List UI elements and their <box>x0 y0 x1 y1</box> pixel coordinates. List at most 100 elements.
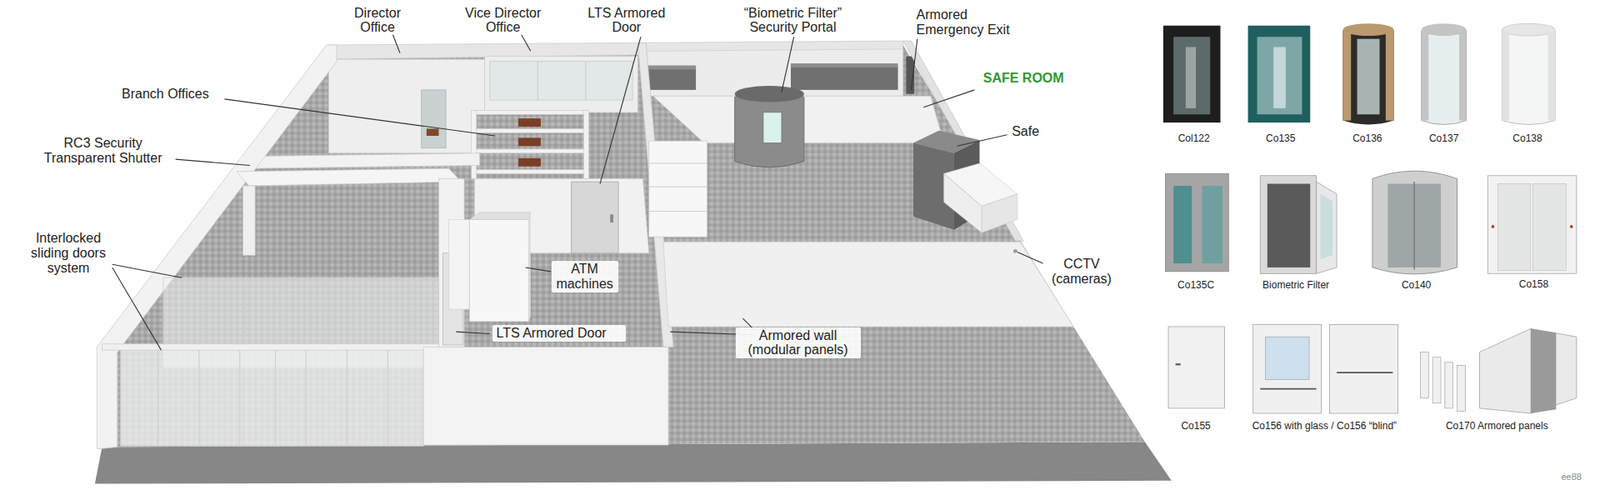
director-office <box>328 59 485 154</box>
glass-mullion <box>537 61 539 101</box>
leader-line <box>455 331 490 334</box>
cylinder-glass <box>1357 39 1380 115</box>
cctv-camera <box>1013 249 1018 254</box>
counter <box>649 211 708 238</box>
sliding-leaf <box>1532 184 1566 271</box>
cubicle-partition <box>474 149 585 154</box>
product-door <box>1168 326 1225 409</box>
door-mullion <box>346 350 348 446</box>
atm-front-wall <box>423 346 669 445</box>
door-mullion <box>157 350 159 446</box>
booth-glass <box>1201 185 1222 264</box>
cubicle-partition <box>474 128 585 133</box>
leader-line <box>600 36 641 184</box>
product-door <box>1487 175 1577 275</box>
counter <box>649 140 708 164</box>
atm-top <box>469 212 530 220</box>
product-caption: Co135 <box>1239 133 1323 145</box>
product-caption: Co155 <box>1158 420 1234 432</box>
armored-panel <box>1420 352 1429 399</box>
product-cylinder <box>1421 25 1467 125</box>
part-label: Armored wall (modular panels) <box>735 327 861 360</box>
desk <box>426 128 440 136</box>
product-cylinder <box>1501 25 1555 125</box>
cabinet-top <box>790 63 899 68</box>
part-label: ATM machines <box>551 260 619 293</box>
cylinder-frame <box>1342 30 1351 121</box>
cubicle-partition <box>471 110 477 179</box>
product-caption: Co136 <box>1330 133 1405 145</box>
armored-panel <box>1445 362 1454 409</box>
door-handle <box>610 214 614 223</box>
cylinder-frame <box>1421 30 1430 121</box>
product-door <box>1253 325 1322 415</box>
product-booth <box>1165 173 1229 272</box>
part-label: Safe <box>1000 124 1051 140</box>
cylinder-frame <box>1459 30 1467 121</box>
part-label: “Biometric Filter” Security Portal <box>730 5 855 36</box>
counter <box>649 186 708 211</box>
booth-glass <box>1173 36 1210 115</box>
product-booth <box>1248 25 1311 123</box>
room-label: Vice Director Office <box>455 5 551 36</box>
product-caption: Col122 <box>1152 133 1236 145</box>
glass-mullion <box>585 61 586 101</box>
product-cylinder <box>1342 25 1394 125</box>
cabinet <box>642 68 696 90</box>
room-label: SAFE ROOM <box>969 70 1078 86</box>
atm-machine <box>469 219 529 321</box>
product-caption: Co138 <box>1490 133 1565 145</box>
leader-line <box>910 39 917 90</box>
door-handle <box>1175 363 1181 365</box>
leader-line <box>175 159 250 165</box>
portal-window <box>763 112 782 144</box>
leader-line <box>1017 252 1044 264</box>
indicator <box>1570 225 1574 229</box>
booth-glass <box>1320 194 1333 260</box>
cylinder-frame <box>1548 30 1556 121</box>
desk <box>518 158 541 167</box>
push-bar <box>1260 388 1316 390</box>
product-caption: Co156 with glass / Co156 “blind” <box>1224 420 1425 432</box>
right-wall <box>903 40 1024 241</box>
portal-cap <box>735 85 805 103</box>
room-label: Director Office <box>340 5 415 36</box>
product-booth <box>1163 25 1221 123</box>
leader-line <box>112 267 162 350</box>
desk <box>518 137 541 146</box>
product-caption: Co140 <box>1375 280 1459 291</box>
armored-panel <box>1432 357 1441 404</box>
leader-line <box>781 36 795 92</box>
leader-line <box>525 267 552 272</box>
product-door <box>1330 325 1399 415</box>
shutter-post <box>242 185 255 255</box>
counter <box>649 163 708 187</box>
office-front-wall <box>250 153 480 169</box>
indicator <box>1491 225 1495 229</box>
office-door <box>421 90 446 149</box>
atm-machine <box>449 219 470 310</box>
armored-door <box>571 181 619 254</box>
door-header <box>101 344 439 350</box>
armored-panel <box>1480 328 1577 414</box>
booth-glass <box>1273 46 1286 108</box>
cubicle-partition <box>474 110 587 115</box>
armored-panel-face <box>1530 328 1557 414</box>
glass-partition <box>490 61 633 101</box>
floor-slab <box>95 441 1172 484</box>
product-caption: Co170 Armored panels <box>1425 420 1568 432</box>
cylinder-frame <box>1385 30 1395 121</box>
cylinder-cap <box>1501 23 1555 36</box>
part-label: LTS Armored Door <box>492 325 626 342</box>
leader-line <box>224 99 495 136</box>
leader-line <box>957 135 1008 146</box>
push-bar <box>1336 371 1393 374</box>
door-mullion <box>305 350 307 446</box>
door-mullion <box>275 350 276 446</box>
booth-door <box>1316 181 1337 274</box>
cylinder-bar <box>1413 181 1415 270</box>
product-caption: Co158 <box>1491 279 1575 290</box>
part-label: LTS Armored Door <box>580 5 673 36</box>
armored-wall <box>663 241 1074 327</box>
